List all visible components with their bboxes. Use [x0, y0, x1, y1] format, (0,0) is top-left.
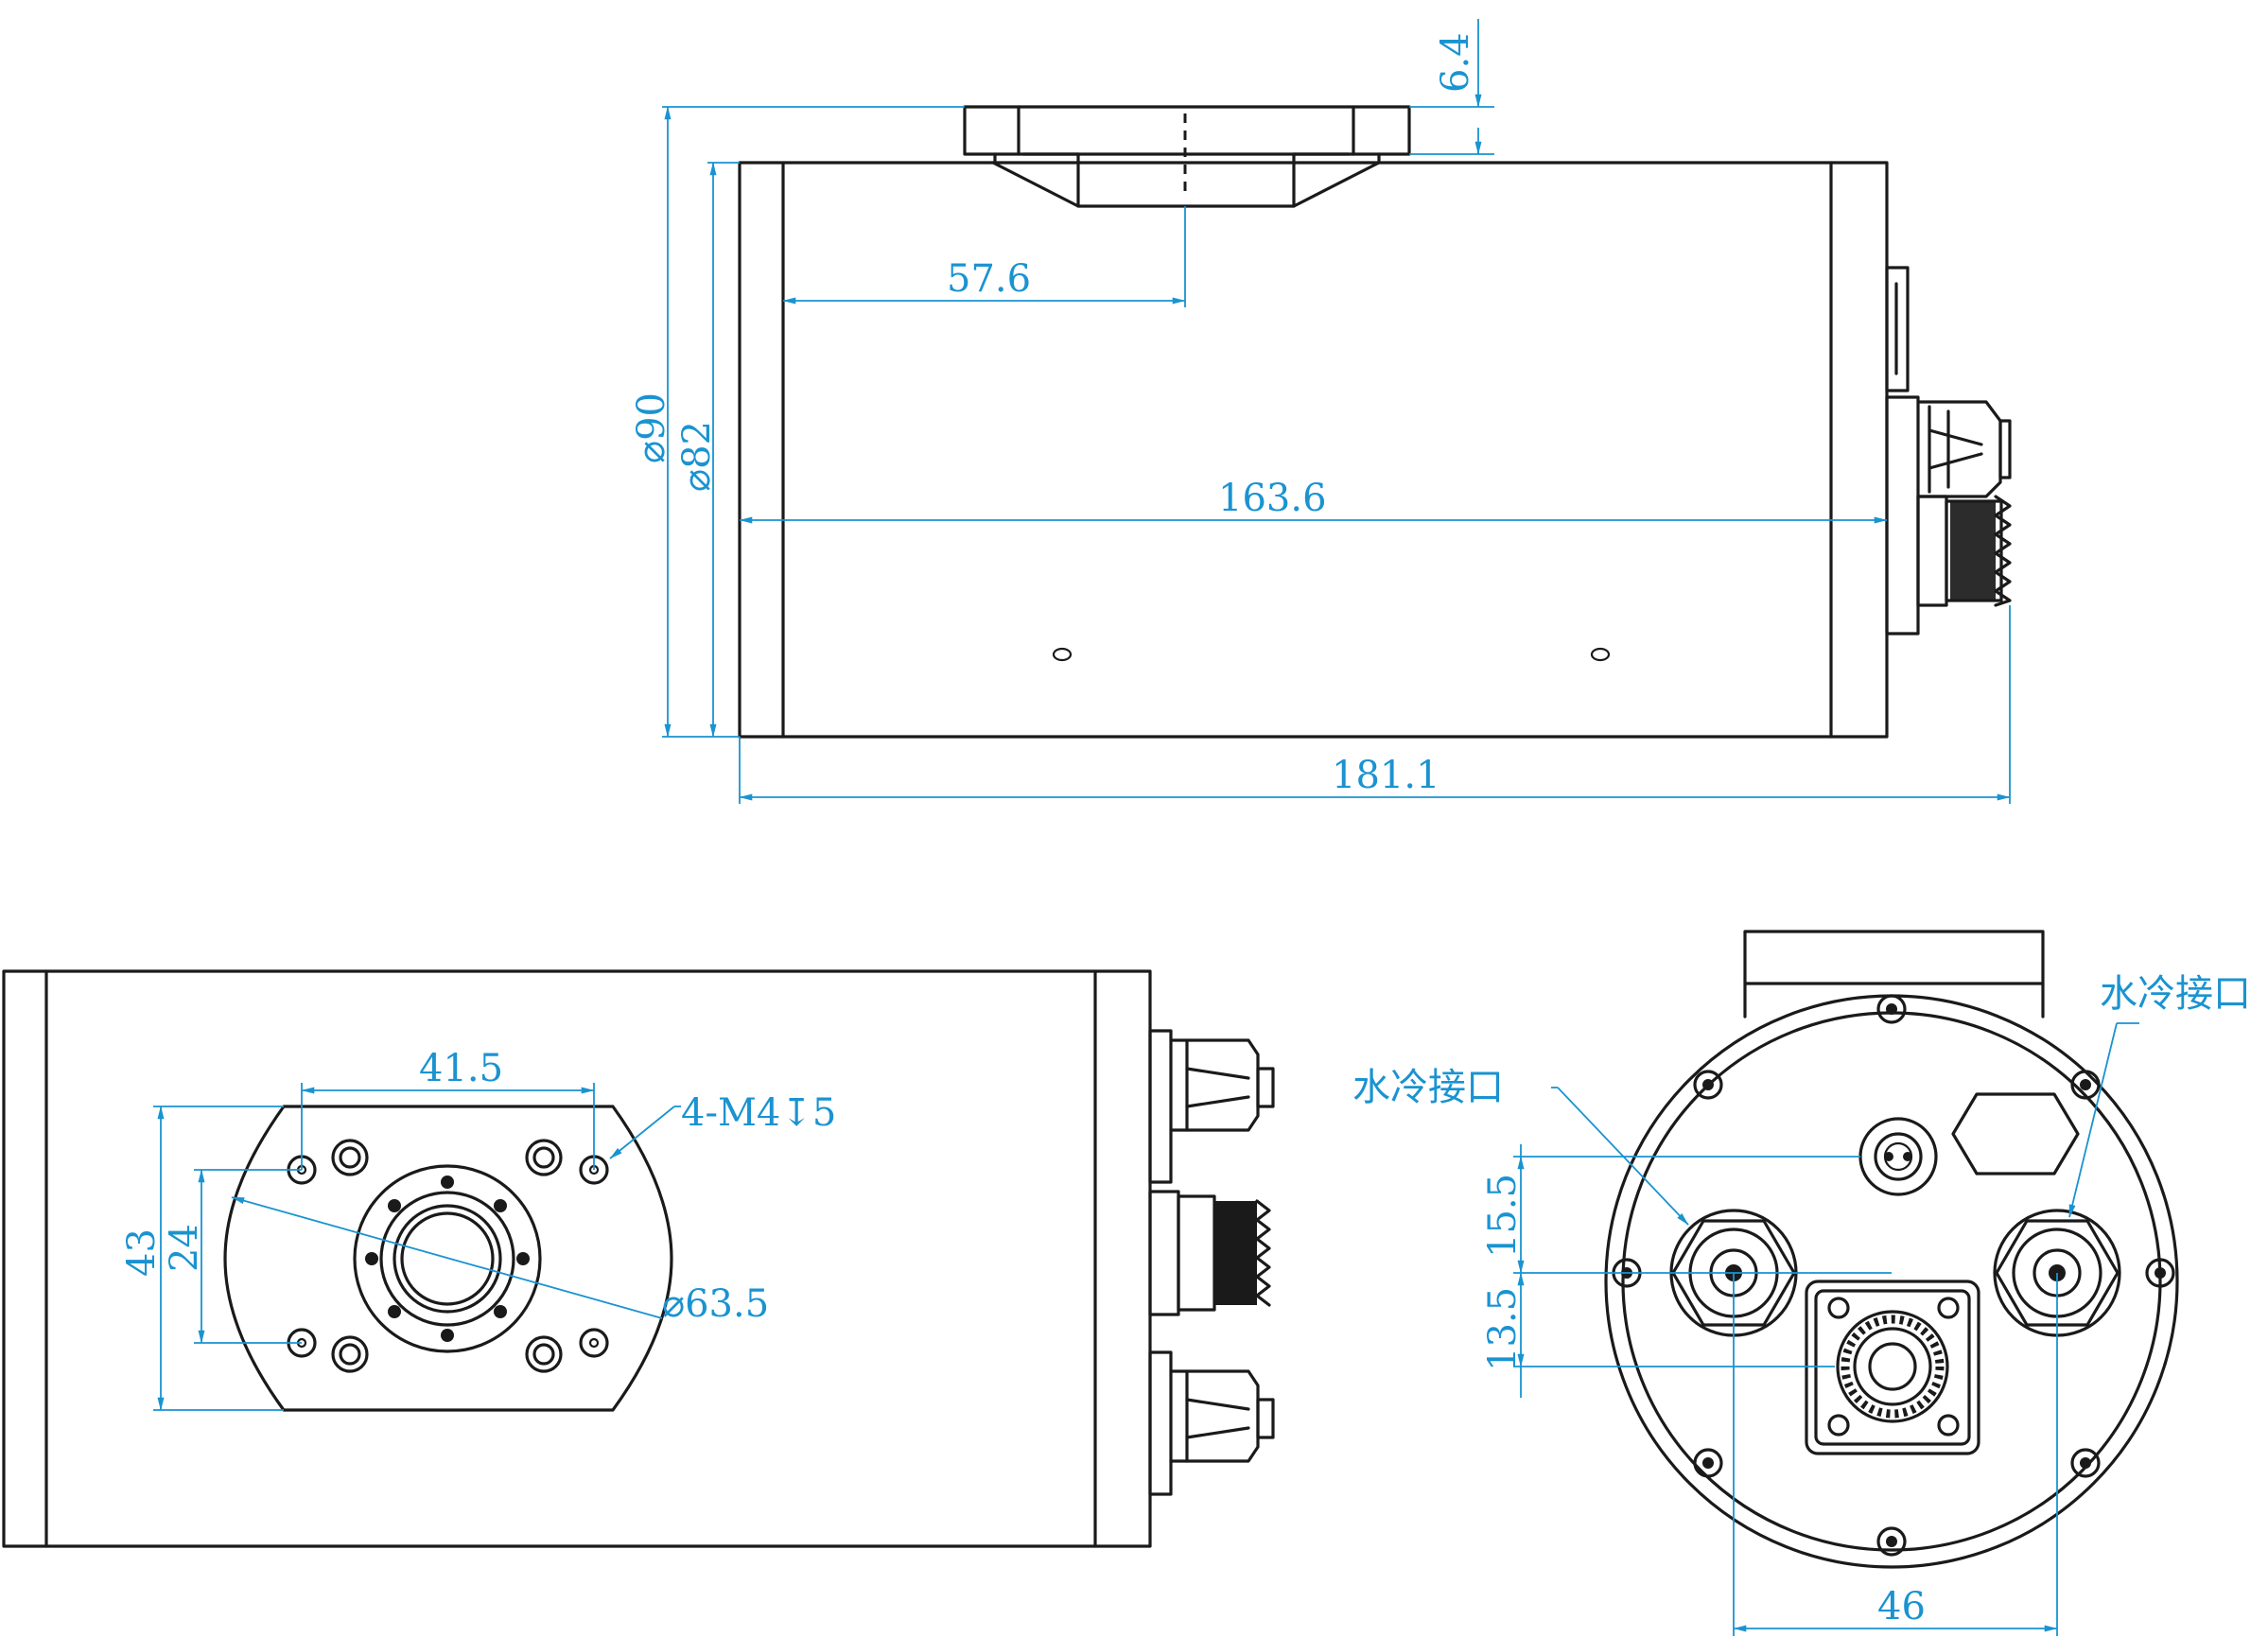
- mount-hole-right: [1590, 647, 1611, 662]
- mount-hole-left: [1052, 647, 1073, 662]
- top-flange: [963, 105, 1411, 208]
- dim-hole-spacing-horizontal: 41.5: [419, 1047, 503, 1090]
- end-view: 15.5 13.5 46 水冷接口 水冷接口: [1352, 930, 2251, 1636]
- square-power-connector: [1805, 1280, 1980, 1455]
- mounting-plate: [223, 1105, 673, 1412]
- dim-port-spacing: 46: [1877, 1585, 1926, 1628]
- dim-flange-height: 6.4: [1434, 32, 1477, 93]
- main-body: [738, 161, 1889, 739]
- dim-flange-offset: 57.6: [947, 257, 1031, 301]
- dim-plate-height: 43: [120, 1228, 164, 1277]
- dim-total-length: 181.1: [1332, 754, 1440, 797]
- dimensions-end-view: 15.5 13.5 46 水冷接口 水冷接口: [1352, 972, 2251, 1636]
- dim-port-offset-upper: 15.5: [1481, 1174, 1525, 1258]
- bottom-plan-view: 41.5 43 24 4-M4↧5 ⌀63.5: [2, 969, 1275, 1548]
- dim-body-diameter-outer: ⌀90: [630, 392, 673, 463]
- label-water-cooling-right: 水冷接口: [2100, 972, 2251, 1016]
- label-water-cooling-left: 水冷接口: [1352, 1066, 1504, 1109]
- small-round-connector: [1858, 1117, 1938, 1196]
- dim-hole-spacing-vertical: 24: [163, 1224, 206, 1272]
- dim-port-offset-lower: 13.5: [1481, 1287, 1525, 1371]
- bottom-right-connectors: [1148, 1029, 1275, 1496]
- dim-body-diameter-inner: ⌀82: [675, 421, 719, 492]
- dim-hole-spec: 4-M4↧5: [681, 1091, 836, 1135]
- end-view-top-block: [1743, 930, 2045, 1019]
- dimensions-top-view: 6.4 57.6 163.6 181.1 ⌀90 ⌀82: [630, 19, 2011, 804]
- peripheral-screws: [1612, 994, 2175, 1557]
- dim-bolt-circle-diameter: ⌀63.5: [662, 1282, 769, 1326]
- counterbored-screws: [331, 1139, 563, 1373]
- right-connectors: [1885, 266, 2012, 636]
- dim-body-length: 163.6: [1218, 477, 1327, 520]
- hex-plug: [1951, 1092, 2080, 1176]
- center-port: [353, 1164, 542, 1353]
- dimensions-bottom-view: 41.5 43 24 4-M4↧5 ⌀63.5: [120, 1047, 836, 1411]
- side-elevation-view: 6.4 57.6 163.6 181.1 ⌀90 ⌀82: [630, 19, 2012, 804]
